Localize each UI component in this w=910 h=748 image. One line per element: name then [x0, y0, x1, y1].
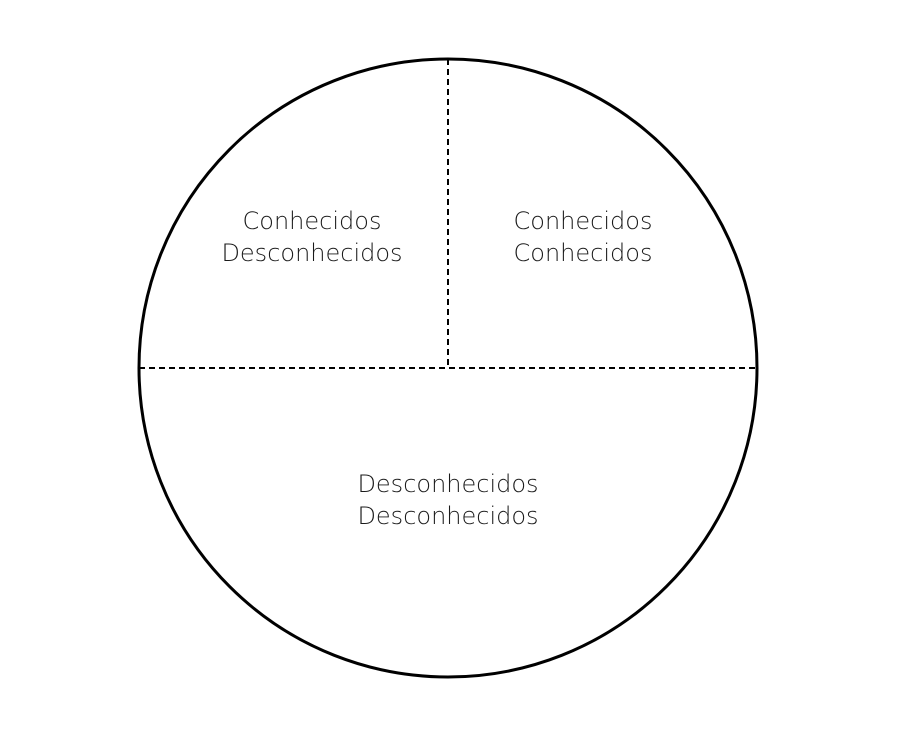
region-top-left-line1: Conhecidos [243, 207, 382, 235]
region-top-right-line1: Conhecidos [514, 207, 653, 235]
region-bottom: Desconhecidos Desconhecidos [357, 470, 538, 530]
region-bottom-line2: Desconhecidos [357, 502, 538, 530]
region-top-left-line2: Desconhecidos [221, 239, 402, 267]
region-bottom-line1: Desconhecidos [357, 470, 538, 498]
region-top-right: Conhecidos Conhecidos [514, 207, 653, 267]
region-top-right-line2: Conhecidos [514, 239, 653, 267]
region-top-left: Conhecidos Desconhecidos [221, 207, 402, 267]
